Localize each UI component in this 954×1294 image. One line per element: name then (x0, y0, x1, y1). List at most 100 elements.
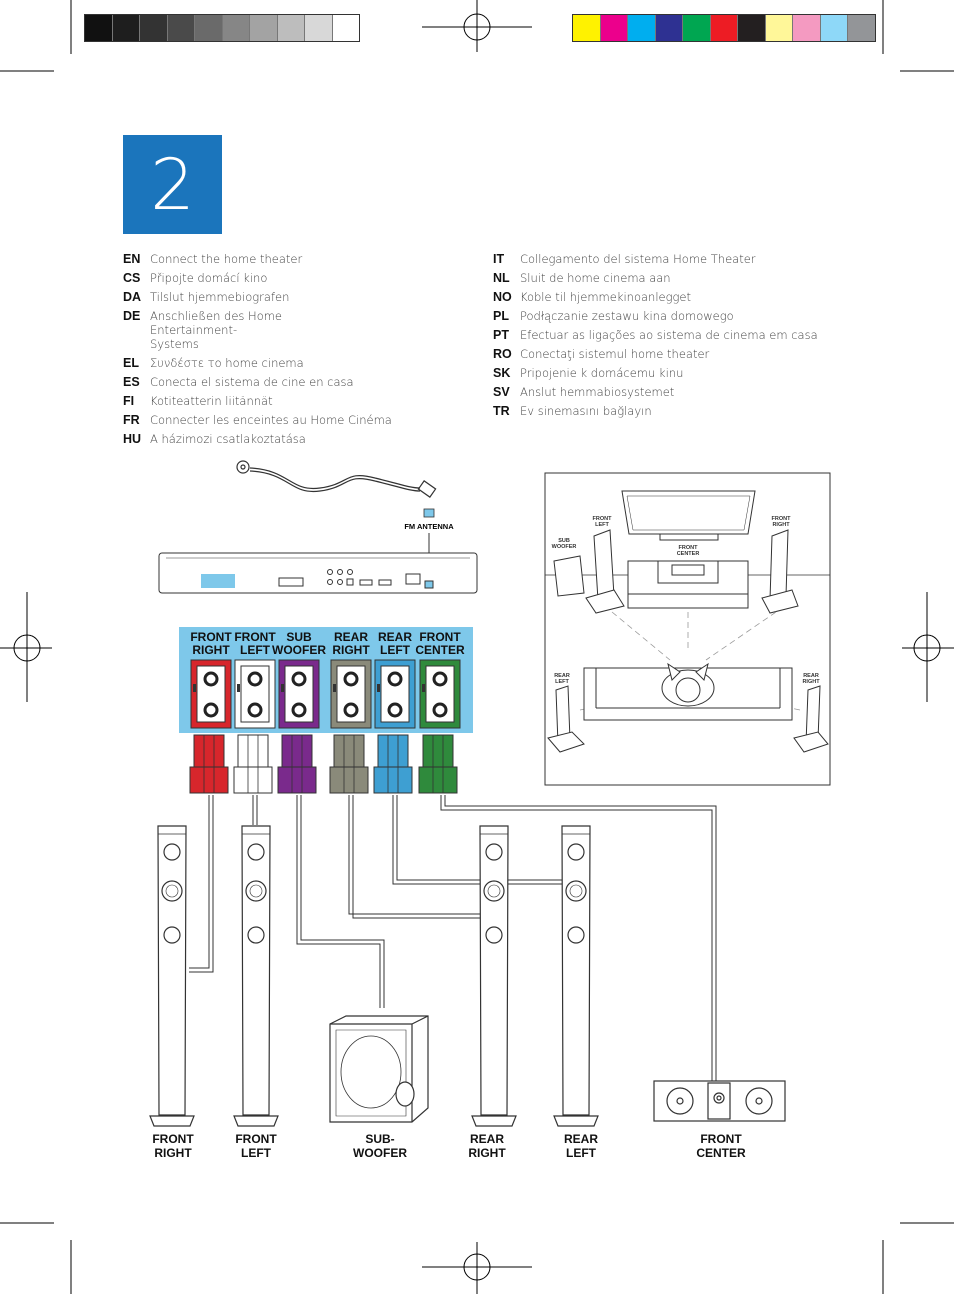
main-unit-rear-panel (158, 552, 478, 594)
speaker-label-line2: WOOFER (353, 1146, 407, 1160)
language-caption: Kotiteatterin liitännät (150, 394, 273, 408)
socket-label-line2: LEFT (380, 643, 411, 657)
plug-rear-right (329, 734, 369, 794)
socket-label-line1: REAR (334, 630, 368, 644)
language-caption: A házimozi csatlakoztatása (150, 432, 306, 446)
language-row-ro: RO Conectaţi sistemul home theater (493, 345, 818, 364)
language-code: RO (493, 347, 512, 361)
room-rear-right-speaker (793, 685, 829, 753)
room-rear-left-speaker (547, 685, 585, 753)
room-label-rear-right-2: RIGHT (802, 679, 820, 685)
registration-mark-left (0, 592, 52, 702)
speaker-label-line1: REAR (470, 1132, 504, 1146)
socket-label-line2: CENTER (415, 643, 465, 657)
gray-swatch (332, 15, 359, 41)
tower-speakers (149, 825, 599, 1127)
room-label-sub-1: SUB (558, 538, 570, 544)
gray-swatch (195, 15, 223, 41)
language-caption: Podłączanie zestawu kina domowego (520, 309, 734, 323)
language-code: PT (493, 328, 509, 342)
room-listener (661, 662, 715, 707)
room-label-rear-left-1: REAR (554, 673, 570, 679)
language-code: FR (123, 413, 140, 427)
tower-speaker-front-right (149, 825, 195, 1127)
language-row-pl: PL Podłączanie zestawu kina domowego (493, 307, 818, 326)
gray-swatch (140, 15, 168, 41)
language-code: DE (123, 309, 141, 323)
speaker-label-line2: CENTER (696, 1146, 746, 1160)
room-label-sub-2: WOOFER (552, 544, 577, 550)
fm-antenna-label: FM ANTENNA (404, 522, 454, 531)
socket-label-line2: WOOFER (272, 643, 326, 657)
room-label-center-2: CENTER (677, 551, 700, 557)
plug-rear-left (373, 734, 413, 794)
speaker-label-line1: REAR (564, 1132, 598, 1146)
gray-swatch (85, 15, 113, 41)
language-code: NO (493, 290, 512, 304)
speaker-label-line1: FRONT (700, 1132, 742, 1146)
speaker-label-line1: SUB- (365, 1132, 394, 1146)
language-caption: Sluit de home cinema aan (520, 271, 671, 285)
socket-label-line1: FRONT (419, 630, 461, 644)
language-caption: Connect the home theater (150, 252, 303, 266)
color-swatch (710, 15, 738, 41)
language-caption: Připojte domácí kino (150, 271, 268, 285)
language-row-no: NO Koble til hjemmekinoanlegget (493, 288, 818, 307)
speaker-label-line2: LEFT (241, 1146, 272, 1160)
language-row-fr: FR Connecter les enceintes au Home Cinéma (123, 411, 392, 430)
gray-swatch (305, 15, 333, 41)
language-caption: Connecter les enceintes au Home Cinéma (150, 413, 392, 427)
language-caption: Collegamento del sistema Home Theater (520, 252, 756, 266)
socket-label-line1: SUB (286, 630, 312, 644)
tower-speaker-rear-left (553, 825, 599, 1127)
speaker-connector-area (201, 574, 235, 588)
room-label-front-right-2: RIGHT (772, 522, 790, 528)
language-caption: Koble til hjemmekinoanlegget (520, 290, 691, 304)
plug-sub-woofer (277, 734, 317, 794)
language-caption: Conectaţi sistemul home theater (520, 347, 710, 361)
language-code: ES (123, 375, 140, 389)
speaker-plugs (189, 734, 458, 794)
language-row-fi: FI Kotiteatterin liitännät (123, 392, 392, 411)
color-swatch (683, 15, 711, 41)
speaker-label-line1: FRONT (152, 1132, 194, 1146)
language-code: CS (123, 271, 141, 285)
gray-swatch (222, 15, 250, 41)
color-swatch (655, 15, 683, 41)
speaker-label-line2: LEFT (566, 1146, 597, 1160)
language-code: DA (123, 290, 142, 304)
language-code: FI (123, 394, 135, 408)
language-code: EL (123, 356, 139, 370)
language-code: PL (493, 309, 509, 323)
language-code: SV (493, 385, 510, 399)
color-swatch (573, 15, 601, 41)
registration-mark-right (902, 592, 954, 702)
tower-speaker-rear-right (471, 825, 517, 1127)
plug-front-right (189, 734, 229, 794)
language-caption: Ev sinemasını bağlayın (520, 404, 652, 418)
socket-label-line1: REAR (378, 630, 412, 644)
plug-front-left (233, 734, 273, 794)
gray-swatch (250, 15, 278, 41)
color-swatch (793, 15, 821, 41)
fm-antenna-cable (236, 460, 437, 498)
language-row-cs: CS Připojte domácí kino (123, 269, 392, 288)
language-row-hu: HU A házimozi csatlakoztatása (123, 430, 392, 449)
connection-diagram: FM ANTENNA FRONTRIGHTFRONTLEFTSUBWOOFERR… (149, 460, 831, 1160)
language-code: HU (123, 432, 142, 446)
registration-mark-top (422, 0, 532, 52)
room-label-center-1: FRONT (679, 545, 699, 551)
